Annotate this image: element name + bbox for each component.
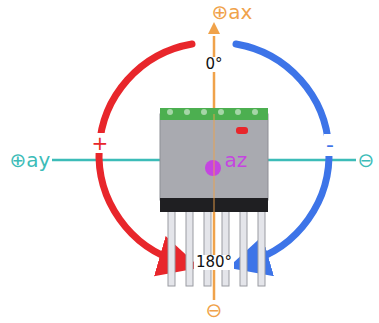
chip-pins — [168, 210, 265, 286]
y-axis-label: ⊕ay — [8, 150, 53, 170]
chip-pin — [168, 210, 175, 286]
positive-sign: + — [90, 133, 111, 153]
chip-red-mark — [236, 127, 248, 134]
chip-top-dots — [167, 109, 258, 115]
angle-label: 0° — [203, 57, 224, 72]
x-axis-through-chip — [213, 114, 215, 212]
chip-pin — [204, 210, 211, 286]
chip-pin — [186, 210, 193, 286]
z-axis-dot — [205, 160, 221, 176]
chip-dot — [184, 109, 190, 115]
chip-dot — [167, 109, 173, 115]
x-axis-label: ⊕ax — [212, 2, 253, 22]
chip-dot — [201, 109, 207, 115]
chip-dot — [252, 109, 258, 115]
chip-pin — [222, 210, 229, 286]
chip-dot — [235, 109, 241, 115]
angle-label: 180° — [194, 255, 234, 270]
z-axis-label: az — [225, 150, 248, 170]
chip-pin — [240, 210, 247, 286]
negative-sign: - — [324, 134, 336, 156]
chip-pin — [258, 210, 265, 286]
x-axis-negative: ⊖ — [204, 300, 225, 320]
chip-dot — [218, 109, 224, 115]
y-axis-negative: ⊖ — [356, 150, 377, 170]
x-axis-arrow — [208, 22, 220, 34]
